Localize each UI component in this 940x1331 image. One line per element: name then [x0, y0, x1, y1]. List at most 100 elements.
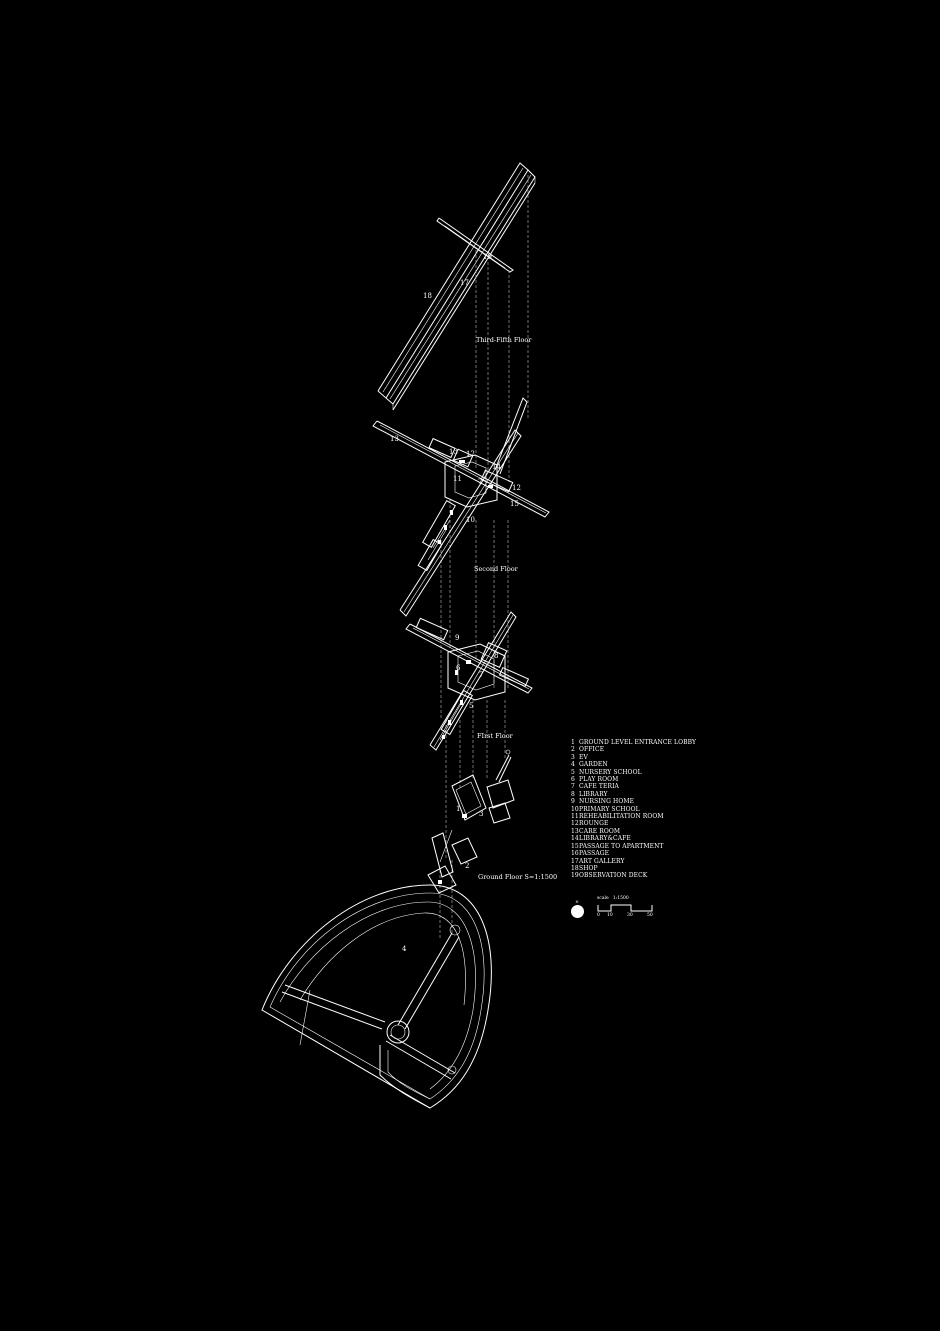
legend-item-text: CARE ROOM: [579, 827, 621, 835]
legend-item-number: 8: [571, 790, 575, 798]
legend-item: 1 GROUND LEVEL ENTRANCE LOBBY: [571, 739, 771, 746]
room-label-15: 15: [510, 500, 519, 508]
room-label-1: 1: [456, 805, 460, 813]
north-arrow: N: [570, 899, 584, 921]
legend-item-text: NURSERY SCHOOL: [579, 768, 642, 776]
legend-item-number: 7: [571, 783, 575, 791]
legend-item-text: PASSAGE TO APARTMENT: [579, 842, 664, 850]
room-label-17: 17: [460, 279, 469, 287]
legend-item-text: LIBRARY&CAFE: [579, 835, 631, 843]
legend-item-number: 16: [571, 850, 579, 858]
legend-item-text: NURSING HOME: [579, 798, 635, 806]
room-label-7b: 7: [479, 671, 483, 679]
legend-item-number: 18: [571, 864, 579, 872]
room-label-9: 9: [455, 634, 459, 642]
room-label-7a: 7: [478, 478, 482, 486]
legend-item: 3 EV: [571, 754, 771, 761]
legend-item-text: OBSERVATION DECK: [579, 872, 648, 880]
floor-label-first: FIrst Floor: [477, 732, 514, 740]
room-label-13b: 13: [449, 448, 458, 456]
floor-label-second: Second Floor: [474, 565, 519, 573]
scale-tick: 30: [627, 913, 633, 918]
legend-item-text: OFFICE: [579, 746, 605, 754]
legend-item-number: 5: [571, 768, 575, 776]
legend-item-text: REHEABILITATION ROOM: [579, 813, 664, 821]
scale-bar-graphic: [597, 904, 653, 912]
room-label-10: 10: [466, 516, 475, 524]
legend-item-text: GARDEN: [579, 761, 608, 769]
floor-label-ground: Ground Floor S=1:1500: [478, 873, 557, 881]
floor-labels: Third-Fifth Floor Second Floor FIrst Flo…: [474, 336, 557, 881]
legend-item-number: 10: [571, 805, 579, 813]
room-label-18: 18: [423, 292, 432, 300]
legend-item-text: PASSAGE: [579, 850, 610, 858]
room-label-12b: 12: [512, 484, 521, 492]
room-label-19: 19: [483, 253, 492, 261]
room-label-12a: 12: [466, 450, 475, 458]
legend-item-number: 3: [571, 753, 575, 761]
room-label-8: 8: [494, 652, 498, 660]
first-floor-plan: [405, 611, 533, 751]
room-label-4: 4: [402, 945, 407, 953]
legend-item: 4 GARDEN: [571, 761, 771, 768]
legend-item: 5 NURSERY SCHOOL: [571, 769, 771, 776]
room-label-14: 14: [492, 463, 501, 471]
north-arrow-icon: [570, 905, 584, 918]
legend-item: 6 PLAY ROOM: [571, 776, 771, 783]
legend-item-text: CAFE TERIA: [579, 783, 619, 791]
scale-tick: 10: [607, 913, 613, 918]
legend-item-text: PLAY ROOM: [579, 776, 619, 784]
legend-item-text: SHOP: [579, 864, 598, 872]
floor-label-third-fifth: Third-Fifth Floor: [476, 336, 532, 344]
room-labels: 18 17 19 13 13 12 14 11 7 12 15 10 9 8 6…: [390, 253, 521, 953]
room-label-5: 5: [469, 702, 473, 710]
room-label-11: 11: [453, 475, 462, 483]
second-floor-plan: [372, 397, 550, 617]
legend-item-number: 4: [571, 761, 575, 769]
garden-plan: [261, 884, 492, 1109]
legend-item-number: 12: [571, 820, 579, 828]
legend-item-number: 6: [571, 776, 575, 784]
legend-item-number: 19: [571, 872, 579, 880]
legend-item: 7 CAFE TERIA: [571, 783, 771, 790]
legend-item-number: 11: [571, 813, 579, 821]
legend-item-number: 9: [571, 798, 575, 806]
legend-item-number: 13: [571, 827, 579, 835]
third-fifth-floor-slab: [377, 162, 536, 411]
legend-item-number: 14: [571, 835, 579, 843]
legend-item-number: 1: [571, 739, 575, 746]
scale-bar-label: scale: [597, 896, 609, 901]
legend-item-text: EV: [579, 753, 588, 761]
legend-item-text: ART GALLERY: [579, 857, 625, 865]
room-label-13a: 13: [390, 435, 399, 443]
scale-bar: scale 1:1500 0 10 30 50: [597, 896, 657, 922]
scale-tick: 50: [647, 913, 653, 918]
legend-item-text: GROUND LEVEL ENTRANCE LOBBY: [579, 739, 697, 746]
legend-item-text: PRIMARY SCHOOL: [579, 805, 640, 813]
room-label-6: 6: [456, 664, 461, 672]
legend-item-text: ROUNGE: [579, 820, 609, 828]
north-arrow-label: N: [575, 900, 579, 904]
legend-item-number: 17: [571, 857, 579, 865]
legend-item-number: 15: [571, 842, 579, 850]
scale-bar-ratio: 1:1500: [612, 896, 629, 901]
scale-bar-title: scale 1:1500: [597, 896, 629, 901]
scale-tick: 0: [597, 913, 600, 918]
legend-item: 9 NURSING HOME: [571, 798, 771, 805]
room-label-3: 3: [479, 810, 483, 818]
room-label-2: 2: [465, 862, 469, 870]
